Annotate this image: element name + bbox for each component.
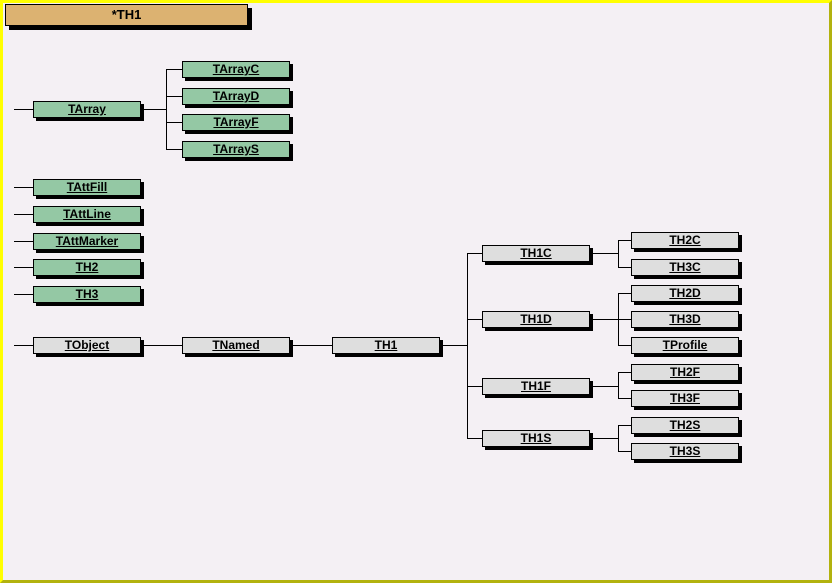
connector-line bbox=[141, 109, 166, 110]
connector-line bbox=[618, 372, 631, 373]
connector-line bbox=[618, 398, 631, 399]
connector-line bbox=[618, 240, 631, 241]
class-node-th2f[interactable]: TH2F bbox=[631, 364, 739, 381]
class-node-th3d[interactable]: TH3D bbox=[631, 311, 739, 328]
class-node-tprofile[interactable]: TProfile bbox=[631, 337, 739, 354]
connector-line bbox=[590, 253, 618, 254]
connector-line bbox=[440, 345, 467, 346]
class-node-tarrayf[interactable]: TArrayF bbox=[182, 114, 290, 131]
class-node-tarrayd[interactable]: TArrayD bbox=[182, 88, 290, 105]
class-node-th3f[interactable]: TH3F bbox=[631, 390, 739, 407]
connector-line bbox=[467, 319, 482, 320]
connector-line bbox=[141, 345, 182, 346]
connector-line bbox=[166, 69, 182, 70]
class-node-tarrays[interactable]: TArrayS bbox=[182, 141, 290, 158]
connector-line bbox=[467, 386, 482, 387]
connector-line bbox=[290, 345, 332, 346]
connector-line bbox=[590, 319, 618, 320]
connector-line bbox=[14, 241, 33, 242]
connector-line bbox=[467, 253, 468, 439]
class-node-th1f[interactable]: TH1F bbox=[482, 378, 590, 395]
connector-line bbox=[618, 451, 631, 452]
connector-line bbox=[618, 425, 619, 452]
connector-line bbox=[590, 386, 618, 387]
class-node-th2s[interactable]: TH2S bbox=[631, 417, 739, 434]
class-node-tobject[interactable]: TObject bbox=[33, 337, 141, 354]
class-node-th2d[interactable]: TH2D bbox=[631, 285, 739, 302]
connector-line bbox=[467, 253, 482, 254]
connector-line bbox=[618, 293, 631, 294]
connector-line bbox=[618, 240, 619, 268]
connector-line bbox=[14, 294, 33, 295]
connector-line bbox=[590, 438, 618, 439]
connector-line bbox=[14, 267, 33, 268]
class-node-th3[interactable]: TH3 bbox=[33, 286, 141, 303]
class-node-tarrayc[interactable]: TArrayC bbox=[182, 61, 290, 78]
class-node-tattmarker[interactable]: TAttMarker bbox=[33, 233, 141, 250]
connector-line bbox=[618, 267, 631, 268]
class-node-th3c[interactable]: TH3C bbox=[631, 259, 739, 276]
class-node-tnamed[interactable]: TNamed bbox=[182, 337, 290, 354]
connector-line bbox=[166, 69, 167, 150]
connector-line bbox=[14, 345, 33, 346]
diagram-title-box: *TH1 bbox=[5, 4, 248, 26]
connector-line bbox=[467, 438, 482, 439]
connector-line bbox=[166, 96, 182, 97]
class-node-th1[interactable]: TH1 bbox=[332, 337, 440, 354]
connector-line bbox=[166, 149, 182, 150]
connector-line bbox=[14, 187, 33, 188]
diagram-title: *TH1 bbox=[111, 7, 142, 22]
connector-line bbox=[618, 425, 631, 426]
class-node-tattline[interactable]: TAttLine bbox=[33, 206, 141, 223]
class-node-tattfill[interactable]: TAttFill bbox=[33, 179, 141, 196]
class-node-th2[interactable]: TH2 bbox=[33, 259, 141, 276]
connector-line bbox=[618, 372, 619, 399]
class-node-th1d[interactable]: TH1D bbox=[482, 311, 590, 328]
class-node-tarray[interactable]: TArray bbox=[33, 101, 141, 118]
class-node-th3s[interactable]: TH3S bbox=[631, 443, 739, 460]
connector-line bbox=[14, 214, 33, 215]
class-node-th1c[interactable]: TH1C bbox=[482, 245, 590, 262]
connector-line bbox=[618, 345, 631, 346]
class-node-th2c[interactable]: TH2C bbox=[631, 232, 739, 249]
class-node-th1s[interactable]: TH1S bbox=[482, 430, 590, 447]
connector-line bbox=[14, 109, 33, 110]
connector-line bbox=[166, 122, 182, 123]
connector-line bbox=[618, 319, 631, 320]
